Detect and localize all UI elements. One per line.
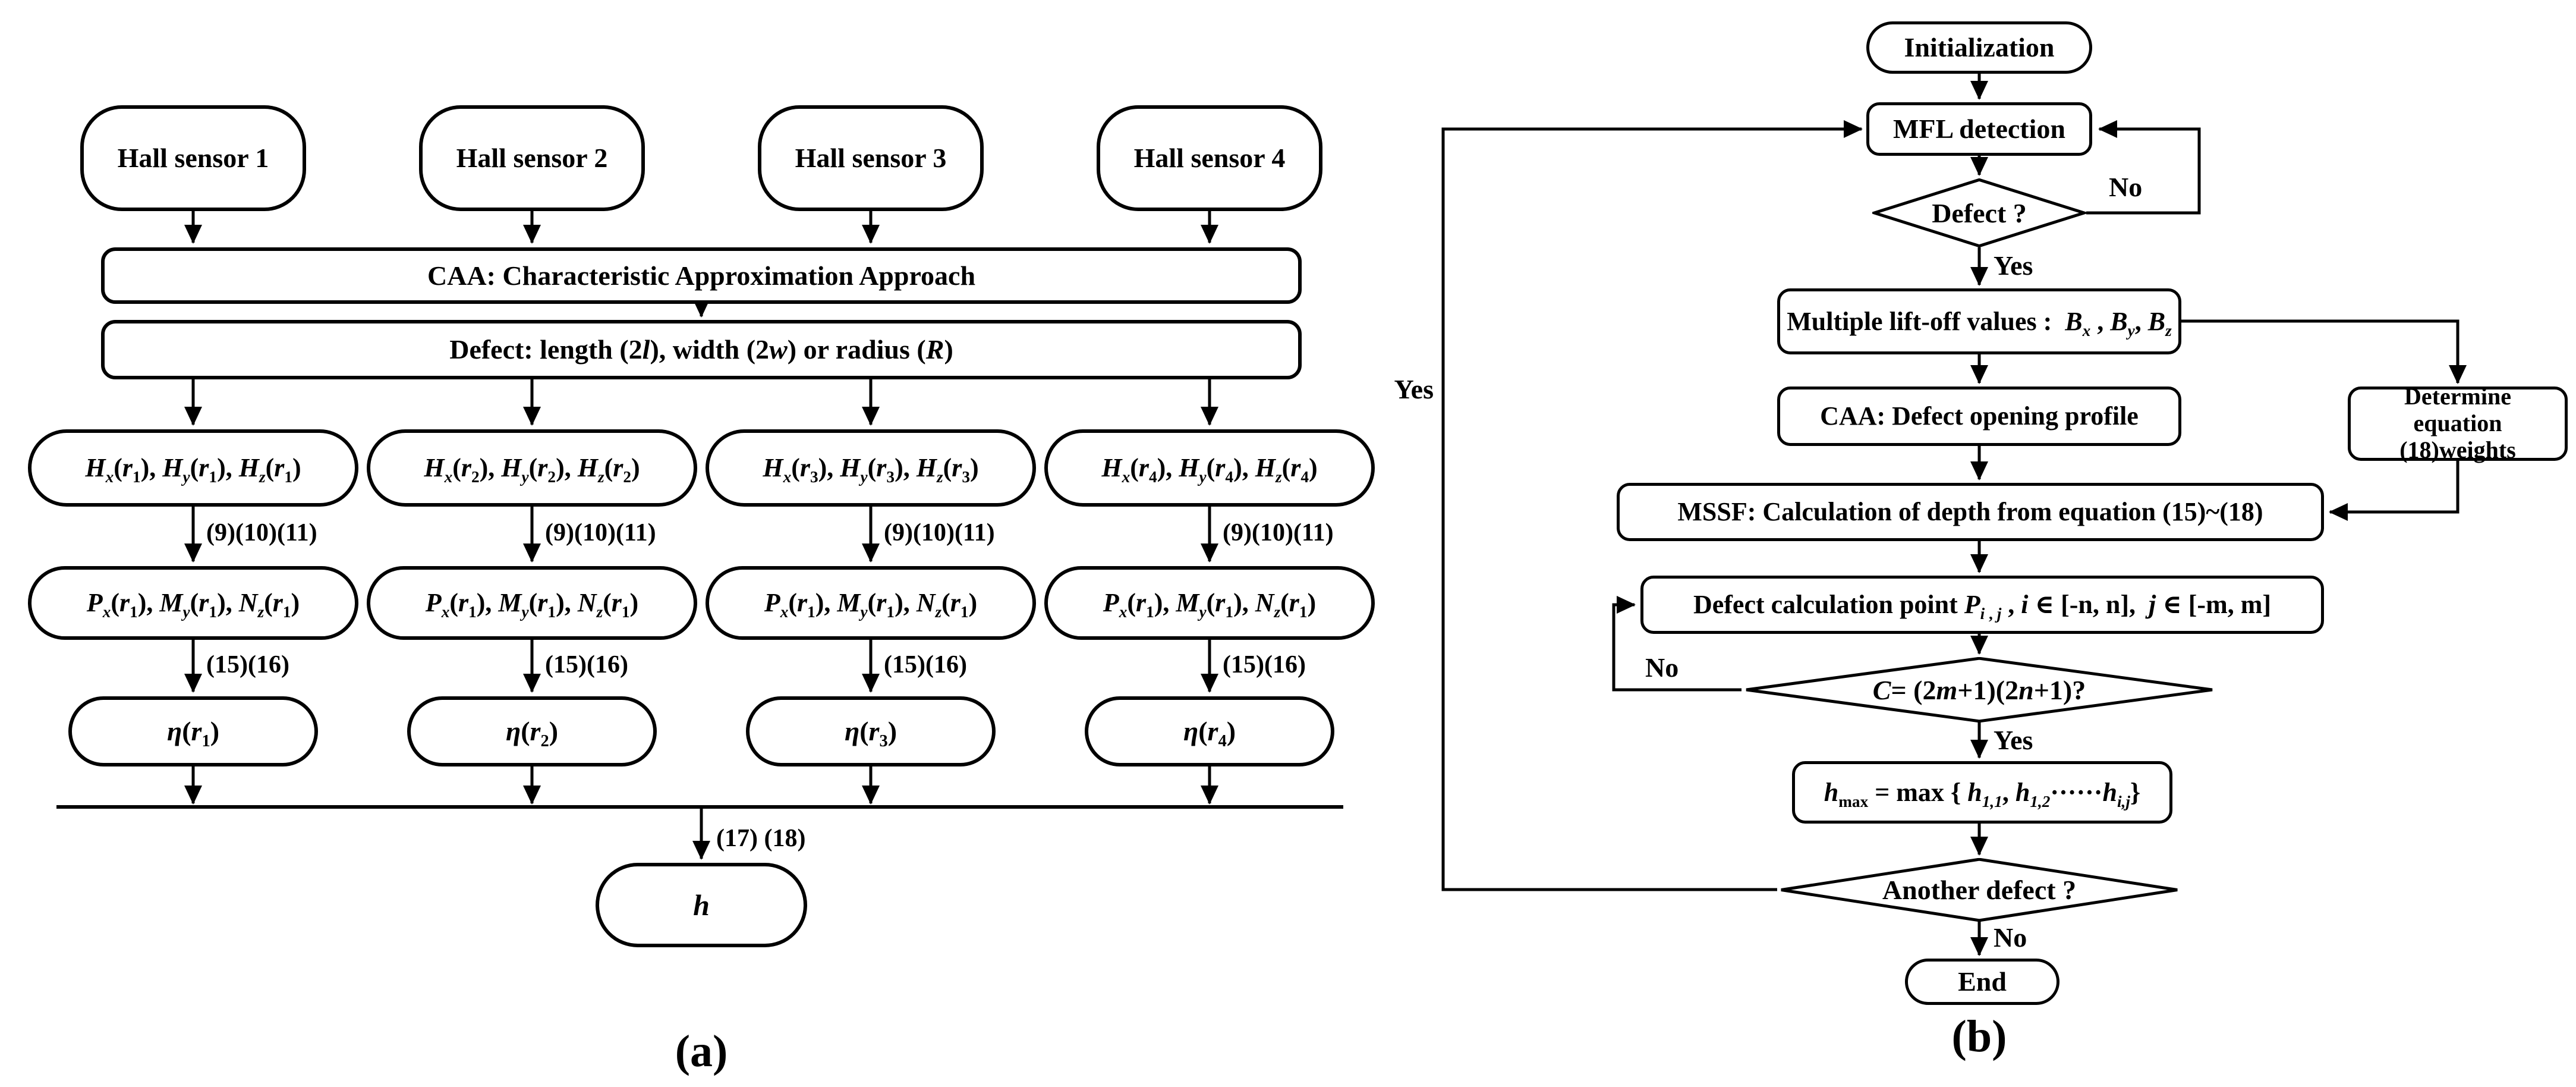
node-p-components-1: Px(r1), My(r1), Nz(r1) [28, 566, 358, 640]
decision-another-defect-label: Another defect ? [1882, 875, 2077, 905]
branch-label-no-loop: No [1645, 652, 1679, 683]
node-eta-1: η(r1) [68, 696, 318, 766]
node-hall-sensor-3: Hall sensor 3 [758, 105, 984, 211]
branch-label-yes-top: Yes [1994, 250, 2033, 281]
diamond-shape [1742, 657, 2217, 722]
edge-label-eq-15-16-4: (15)(16) [1223, 651, 1306, 678]
loop-defectq-no-mfl [2086, 120, 2201, 215]
node-determine-weights: Determine equation (18)weights [2348, 383, 2568, 463]
node-h-components-1: Hx(r1), Hy(r1), Hz(r1) [28, 429, 358, 507]
edge-label-eq-9-10-11-1: (9)(10)(11) [206, 519, 317, 546]
node-caa-bar: CAA: Characteristic Approximation Approa… [101, 247, 1302, 304]
node-p-components-3: Px(r1), My(r1), Nz(r1) [706, 566, 1036, 640]
node-depth-output: h [596, 863, 807, 947]
panel-b-caption: (b) [1951, 1011, 2007, 1061]
connector-liftoff-determine [2181, 319, 2467, 384]
panel-a-caption: (a) [675, 1026, 728, 1076]
branch-label-no-end: No [1994, 922, 2027, 953]
node-initialization: Initialization [1866, 21, 2092, 74]
branch-label-no-top: No [2109, 172, 2143, 202]
node-mfl-detection: MFL detection [1866, 102, 2092, 156]
node-h-components-4: Hx(r4), Hy(r4), Hz(r4) [1044, 429, 1375, 507]
branch-label-yes-loop: Yes [1394, 374, 1434, 404]
node-hall-sensor-1: Hall sensor 1 [80, 105, 306, 211]
decision-defect-label: Defect ? [1932, 197, 2027, 228]
edge-label-eq-17-18: (17) (18) [716, 825, 806, 852]
node-liftoff-values: Multiple lift-off values : Bx , By, Bz [1777, 288, 2181, 354]
node-defect-bar: Defect: length (2l), width (2w) or radiu… [101, 320, 1302, 379]
node-defect-calc-point: Defect calculation point Pi , j , i ∈ [-… [1640, 576, 2324, 634]
node-eta-3: η(r3) [746, 696, 996, 766]
loop-ccheck-no-calcpoint [1612, 596, 1742, 692]
node-hall-sensor-2: Hall sensor 2 [419, 105, 645, 211]
edge-label-eq-15-16-3: (15)(16) [884, 651, 967, 678]
node-h-components-3: Hx(r3), Hy(r3), Hz(r3) [706, 429, 1036, 507]
loop-another-yes-mfl [1441, 120, 1863, 891]
diamond-shape [1777, 858, 2181, 922]
node-mssf-depth: MSSF: Calculation of depth from equation… [1617, 483, 2324, 541]
edge-label-eq-9-10-11-2: (9)(10)(11) [545, 519, 656, 546]
node-caa-opening-profile: CAA: Defect opening profile [1777, 387, 2181, 446]
decision-defect: Defect ? [1872, 178, 2086, 247]
connector-determine-mssf [2329, 461, 2460, 521]
node-eta-2: η(r2) [407, 696, 657, 766]
node-eta-4: η(r4) [1085, 696, 1334, 766]
diamond-shape [1872, 178, 2086, 247]
branch-label-yes-c: Yes [1994, 725, 2033, 755]
edge-label-eq-9-10-11-3: (9)(10)(11) [884, 519, 995, 546]
edge-label-eq-15-16-1: (15)(16) [206, 651, 289, 678]
edge-label-eq-9-10-11-4: (9)(10)(11) [1223, 519, 1334, 546]
node-hall-sensor-4: Hall sensor 4 [1097, 105, 1322, 211]
node-h-components-2: Hx(r2), Hy(r2), Hz(r2) [367, 429, 697, 507]
node-p-components-2: Px(r1), My(r1), Nz(r1) [367, 566, 697, 640]
node-hmax: hmax = max { h1,1, h1,2······hi,j} [1792, 761, 2172, 824]
node-p-components-4: Px(r1), My(r1), Nz(r1) [1044, 566, 1375, 640]
edge-label-eq-15-16-2: (15)(16) [545, 651, 628, 678]
node-end: End [1905, 959, 2059, 1005]
decision-another-defect: Another defect ? [1777, 858, 2181, 922]
